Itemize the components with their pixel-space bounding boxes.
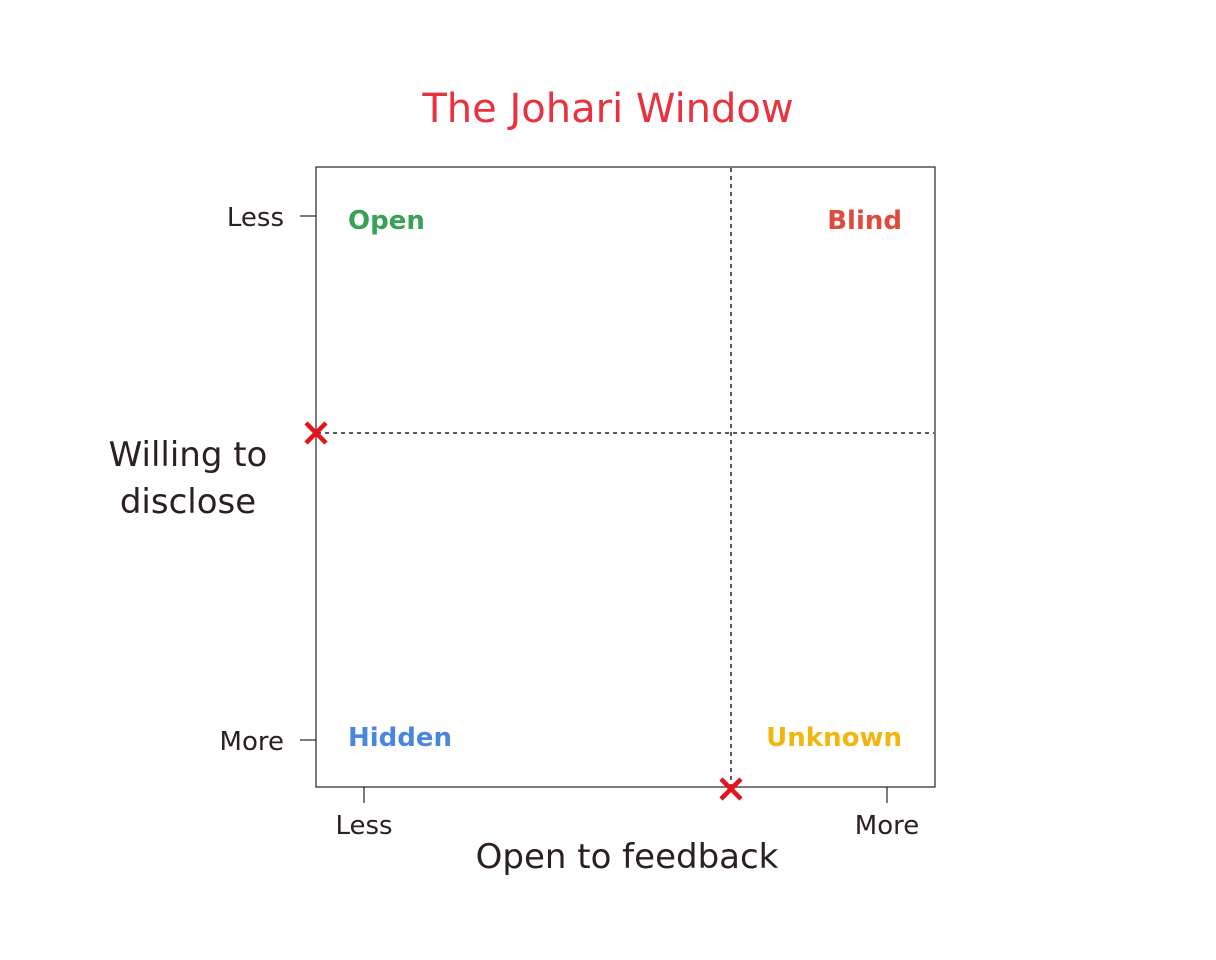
y-axis-title-line-1: Willing to (109, 435, 268, 475)
quadrant-label-unknown: Unknown (766, 723, 902, 753)
y-axis-title-line-2: disclose (120, 482, 256, 522)
y-tick-label-more: More (220, 727, 284, 757)
x-axis-title: Open to feedback (476, 837, 779, 877)
quadrant-label-hidden: Hidden (348, 723, 452, 753)
x-mark-icon (304, 421, 328, 445)
x-tick-label-less: Less (335, 811, 392, 841)
diagram-title: The Johari Window (421, 86, 793, 132)
y-tick-label-less: Less (227, 203, 284, 233)
x-tick-label-more: More (855, 811, 919, 841)
quadrant-label-open: Open (348, 206, 425, 236)
x-mark-icon (719, 777, 743, 801)
quadrant-label-blind: Blind (827, 206, 902, 236)
window-frame (315, 166, 936, 788)
